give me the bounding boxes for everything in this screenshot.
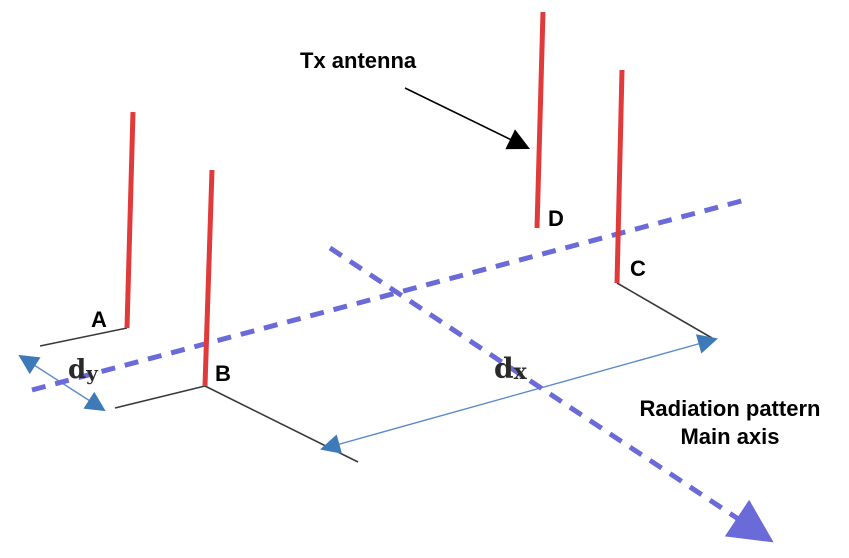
main-axis-label: Main axis: [680, 424, 779, 449]
frame-line-b-right: [204, 385, 359, 463]
main-axis-horizontal: [31, 197, 746, 393]
antenna-d-label: D: [548, 206, 564, 231]
dx-label: dx: [494, 352, 528, 385]
dy-label-sub: y: [85, 361, 99, 385]
main-axis-radiation: [328, 245, 774, 543]
antenna-c: [614, 69, 625, 284]
antenna-b: [202, 169, 215, 387]
dx-arrow: [320, 334, 718, 454]
frame-line-b-left: [114, 385, 206, 409]
main-axes: [31, 197, 774, 543]
dx-label-sub: x: [514, 359, 528, 385]
dx-label-base: d: [494, 352, 514, 385]
dy-label-base: d: [68, 355, 86, 385]
frame-line-a-left: [39, 327, 128, 347]
tx-pointer-arrow: [404, 87, 530, 150]
radiation-pattern-label: Radiation pattern: [640, 396, 821, 421]
antenna-d: [534, 11, 546, 229]
antenna-a-label: A: [91, 307, 107, 332]
text-labels: Tx antenna A B C D dy dx Radiation patte…: [68, 48, 820, 449]
dy-label: dy: [68, 355, 99, 385]
array-frame: [39, 282, 713, 463]
antennas: [124, 11, 625, 387]
antenna-a: [124, 111, 136, 329]
tx-antenna-label: Tx antenna: [300, 48, 417, 73]
antenna-b-label: B: [215, 361, 231, 386]
antenna-c-label: C: [630, 256, 646, 281]
frame-line-c-right: [616, 282, 713, 339]
